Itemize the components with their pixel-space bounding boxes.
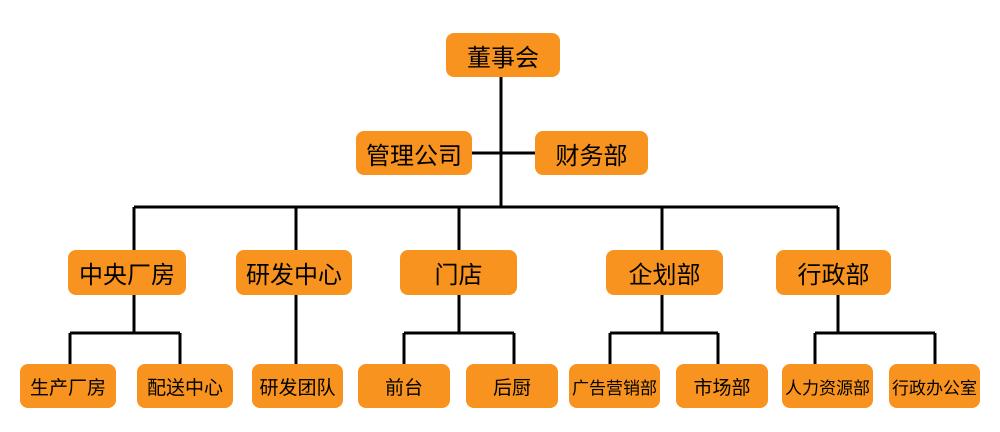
node-rd-team: 研发团队	[252, 364, 343, 408]
node-dept-admin: 行政部	[776, 250, 891, 295]
node-market-dept: 市场部	[676, 364, 768, 408]
node-dept-planning: 企划部	[606, 250, 723, 295]
node-human-resources: 人力资源部	[782, 364, 873, 408]
node-dept-rd-center: 研发中心	[236, 250, 352, 295]
node-production-plant: 生产厂房	[20, 364, 116, 408]
node-board: 董事会	[446, 33, 560, 77]
node-front-desk: 前台	[358, 364, 450, 408]
node-dept-store: 门店	[400, 250, 517, 295]
node-finance: 财务部	[535, 131, 648, 175]
node-dept-central-factory: 中央厂房	[68, 250, 186, 295]
node-kitchen: 后厨	[466, 364, 558, 408]
node-distribution-center: 配送中心	[137, 364, 233, 408]
node-advertising-marketing: 广告营销部	[569, 364, 660, 408]
node-management-company: 管理公司	[356, 131, 472, 175]
node-admin-office: 行政办公室	[889, 364, 980, 408]
